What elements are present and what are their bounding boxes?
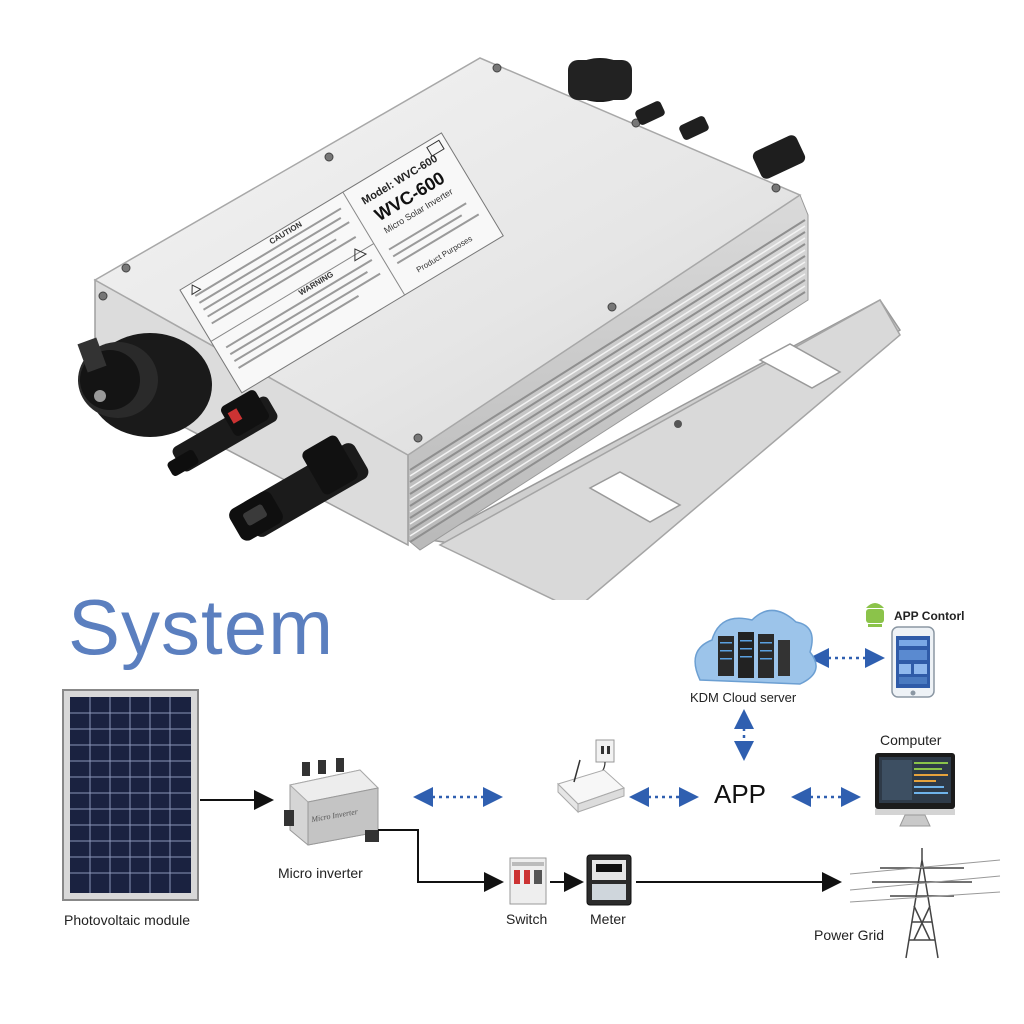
plate-slot bbox=[758, 343, 842, 389]
system-diagram: Micro Inverter bbox=[62, 603, 1001, 959]
cooling-fins bbox=[409, 219, 806, 543]
mc4-connector-2 bbox=[229, 435, 369, 541]
ac-gland-connector bbox=[77, 333, 212, 437]
meter-label: Meter bbox=[590, 911, 626, 927]
power-grid-icon bbox=[849, 848, 1001, 959]
app-control-label: APP Contorl bbox=[894, 609, 965, 623]
pv-module-label: Photovoltaic module bbox=[64, 912, 191, 928]
cloud-server-label: KDM Cloud server bbox=[690, 690, 797, 705]
micro-inverter-icon: Micro Inverter bbox=[284, 758, 380, 846]
back-connectors bbox=[568, 58, 806, 179]
screws bbox=[98, 63, 781, 443]
meter-icon bbox=[586, 854, 632, 906]
mc4-connector-1 bbox=[167, 390, 278, 476]
app-label: APP bbox=[714, 779, 767, 809]
android-icon bbox=[866, 603, 884, 627]
micro-inverter-photo: Model: WVC-600 WVC-600 Micro Solar Inver… bbox=[77, 57, 902, 600]
pv-module-icon bbox=[62, 689, 199, 901]
computer-label: Computer bbox=[880, 732, 942, 748]
smartphone-icon bbox=[891, 626, 935, 698]
power-grid-label: Power Grid bbox=[814, 927, 885, 943]
cloud-server-icon bbox=[694, 609, 817, 685]
system-title: System bbox=[68, 583, 335, 671]
micro-inverter-label: Micro inverter bbox=[278, 865, 363, 881]
computer-icon bbox=[875, 753, 955, 827]
plate-slot bbox=[588, 471, 682, 523]
router-icon bbox=[557, 739, 625, 814]
switch-label: Switch bbox=[506, 911, 548, 927]
switch-icon bbox=[509, 857, 547, 905]
